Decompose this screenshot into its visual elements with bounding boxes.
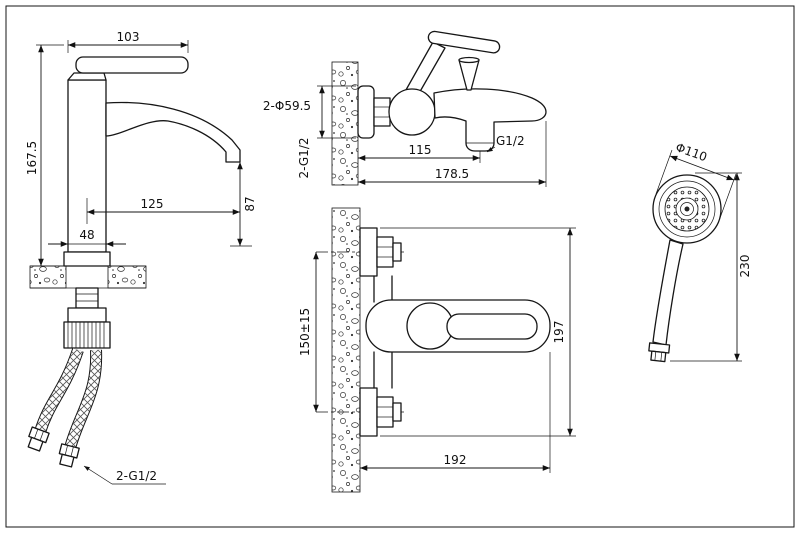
- inlet-connector-top: [359, 227, 402, 277]
- dim-48: 48: [48, 228, 126, 247]
- mixer-side-body: [357, 30, 547, 152]
- dim-192: 192: [360, 352, 551, 473]
- dim-197: 197: [380, 227, 576, 437]
- thread-label-text: 2-G1/2: [297, 137, 311, 178]
- dim-label: 125: [141, 197, 164, 211]
- dim-label: 2-Φ59.5: [263, 99, 311, 113]
- outlet-label: G1/2: [486, 134, 525, 153]
- bath-mixer-side-view: 2-Φ59.5 2-G1/2 115 178.5 G1/2: [263, 30, 547, 187]
- dim-label: 87: [243, 196, 257, 211]
- deck-hatch: [29, 265, 147, 289]
- shower-fitting: [648, 342, 671, 363]
- dim-label: 115: [409, 143, 432, 157]
- dim-label: 48: [79, 228, 94, 242]
- supply-hoses: [27, 348, 103, 468]
- inlet-connector-bottom: [359, 387, 402, 437]
- outlet-label-text: G1/2: [496, 134, 525, 148]
- escutcheon: [357, 85, 375, 139]
- dim-label: 192: [444, 453, 467, 467]
- dim-103: 103: [67, 30, 189, 53]
- dim-178-5: 178.5: [358, 121, 547, 187]
- dim-label: 150±15: [298, 308, 312, 356]
- valve-body: [388, 88, 436, 136]
- faucet-lever: [75, 56, 189, 74]
- hose-fitting: [58, 443, 80, 468]
- dim-115: 115: [358, 143, 481, 163]
- mixer-spout: [433, 88, 547, 152]
- wall-hatch: [331, 61, 359, 186]
- mixer-handle-bar: [427, 30, 501, 54]
- shower-handle: [652, 239, 684, 346]
- dim-87: 87: [230, 162, 257, 247]
- dim-label: 178.5: [435, 167, 469, 181]
- faucet-spout: [105, 101, 241, 163]
- dim-label: 103: [117, 30, 140, 44]
- shower-head: [652, 174, 722, 244]
- dim-125: 125: [86, 197, 240, 224]
- diverter-knob: [458, 59, 480, 91]
- thread-label: 2-G1/2: [83, 465, 166, 485]
- hose-fitting: [27, 426, 50, 452]
- dim-escutcheon: 2-Φ59.5 2-G1/2: [263, 85, 356, 179]
- mixer-front-body: [365, 275, 551, 389]
- bath-mixer-front-view: 150±15 197 192: [298, 207, 576, 493]
- mounting-hardware: [63, 287, 111, 349]
- dim-167-5: 167.5: [25, 44, 64, 266]
- hand-shower-view: Φ110 230: [648, 140, 752, 363]
- dim-label: 197: [552, 321, 566, 344]
- dim-230: 230: [670, 172, 752, 362]
- dim-label: 167.5: [25, 141, 39, 175]
- dim-label: Φ110: [674, 140, 709, 164]
- basin-faucet-view: 103 167.5 125 87 48 2-G1/2: [25, 30, 257, 485]
- dim-label: 230: [738, 255, 752, 278]
- thread-label-text: 2-G1/2: [116, 469, 157, 483]
- faucet-body: [63, 56, 241, 267]
- handle-boss: [406, 302, 454, 350]
- dim-150: 150±15: [298, 252, 319, 412]
- handle-lever: [446, 313, 538, 340]
- wall-hatch: [331, 207, 361, 493]
- drawing-frame: [5, 5, 795, 528]
